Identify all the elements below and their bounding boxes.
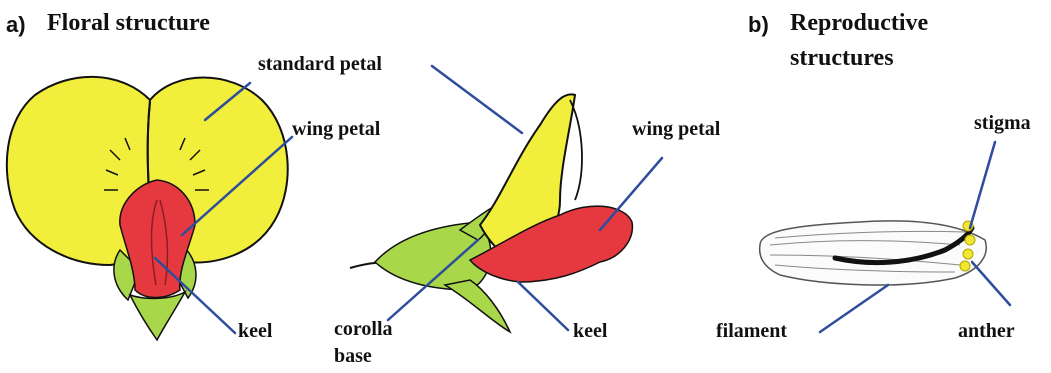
label-front-standard-petal: standard petal	[258, 53, 382, 76]
label-stigma: stigma	[974, 112, 1031, 135]
panel-b-title-line1: Reproductive	[790, 10, 928, 36]
leader-filament	[820, 285, 888, 332]
side-sepal-lower	[445, 280, 510, 332]
reproductive-structures	[760, 221, 987, 285]
leader-stigma	[970, 142, 995, 228]
label-anther: anther	[958, 320, 1015, 343]
panel-b-title-line2: structures	[790, 45, 894, 71]
front-sepal-bottom	[130, 292, 185, 340]
front-flower	[7, 77, 288, 340]
leader-side-keel	[518, 282, 568, 330]
panel-a-letter: a)	[6, 12, 26, 38]
label-front-wing-petal: wing petal	[292, 118, 380, 141]
label-filament: filament	[716, 320, 787, 343]
label-side-wing-petal: wing petal	[632, 118, 720, 141]
leader-side-standard-petal	[432, 66, 522, 133]
label-front-keel: keel	[238, 320, 272, 343]
label-corolla-base-line2: base	[334, 345, 372, 368]
side-flower	[350, 94, 632, 332]
leader-anther	[972, 262, 1010, 305]
stamen-sheath	[760, 221, 987, 285]
label-side-keel: keel	[573, 320, 607, 343]
panel-b-letter: b)	[748, 12, 769, 38]
label-corolla-base-line1: corolla	[334, 318, 393, 341]
panel-a-title: Floral structure	[47, 10, 210, 36]
